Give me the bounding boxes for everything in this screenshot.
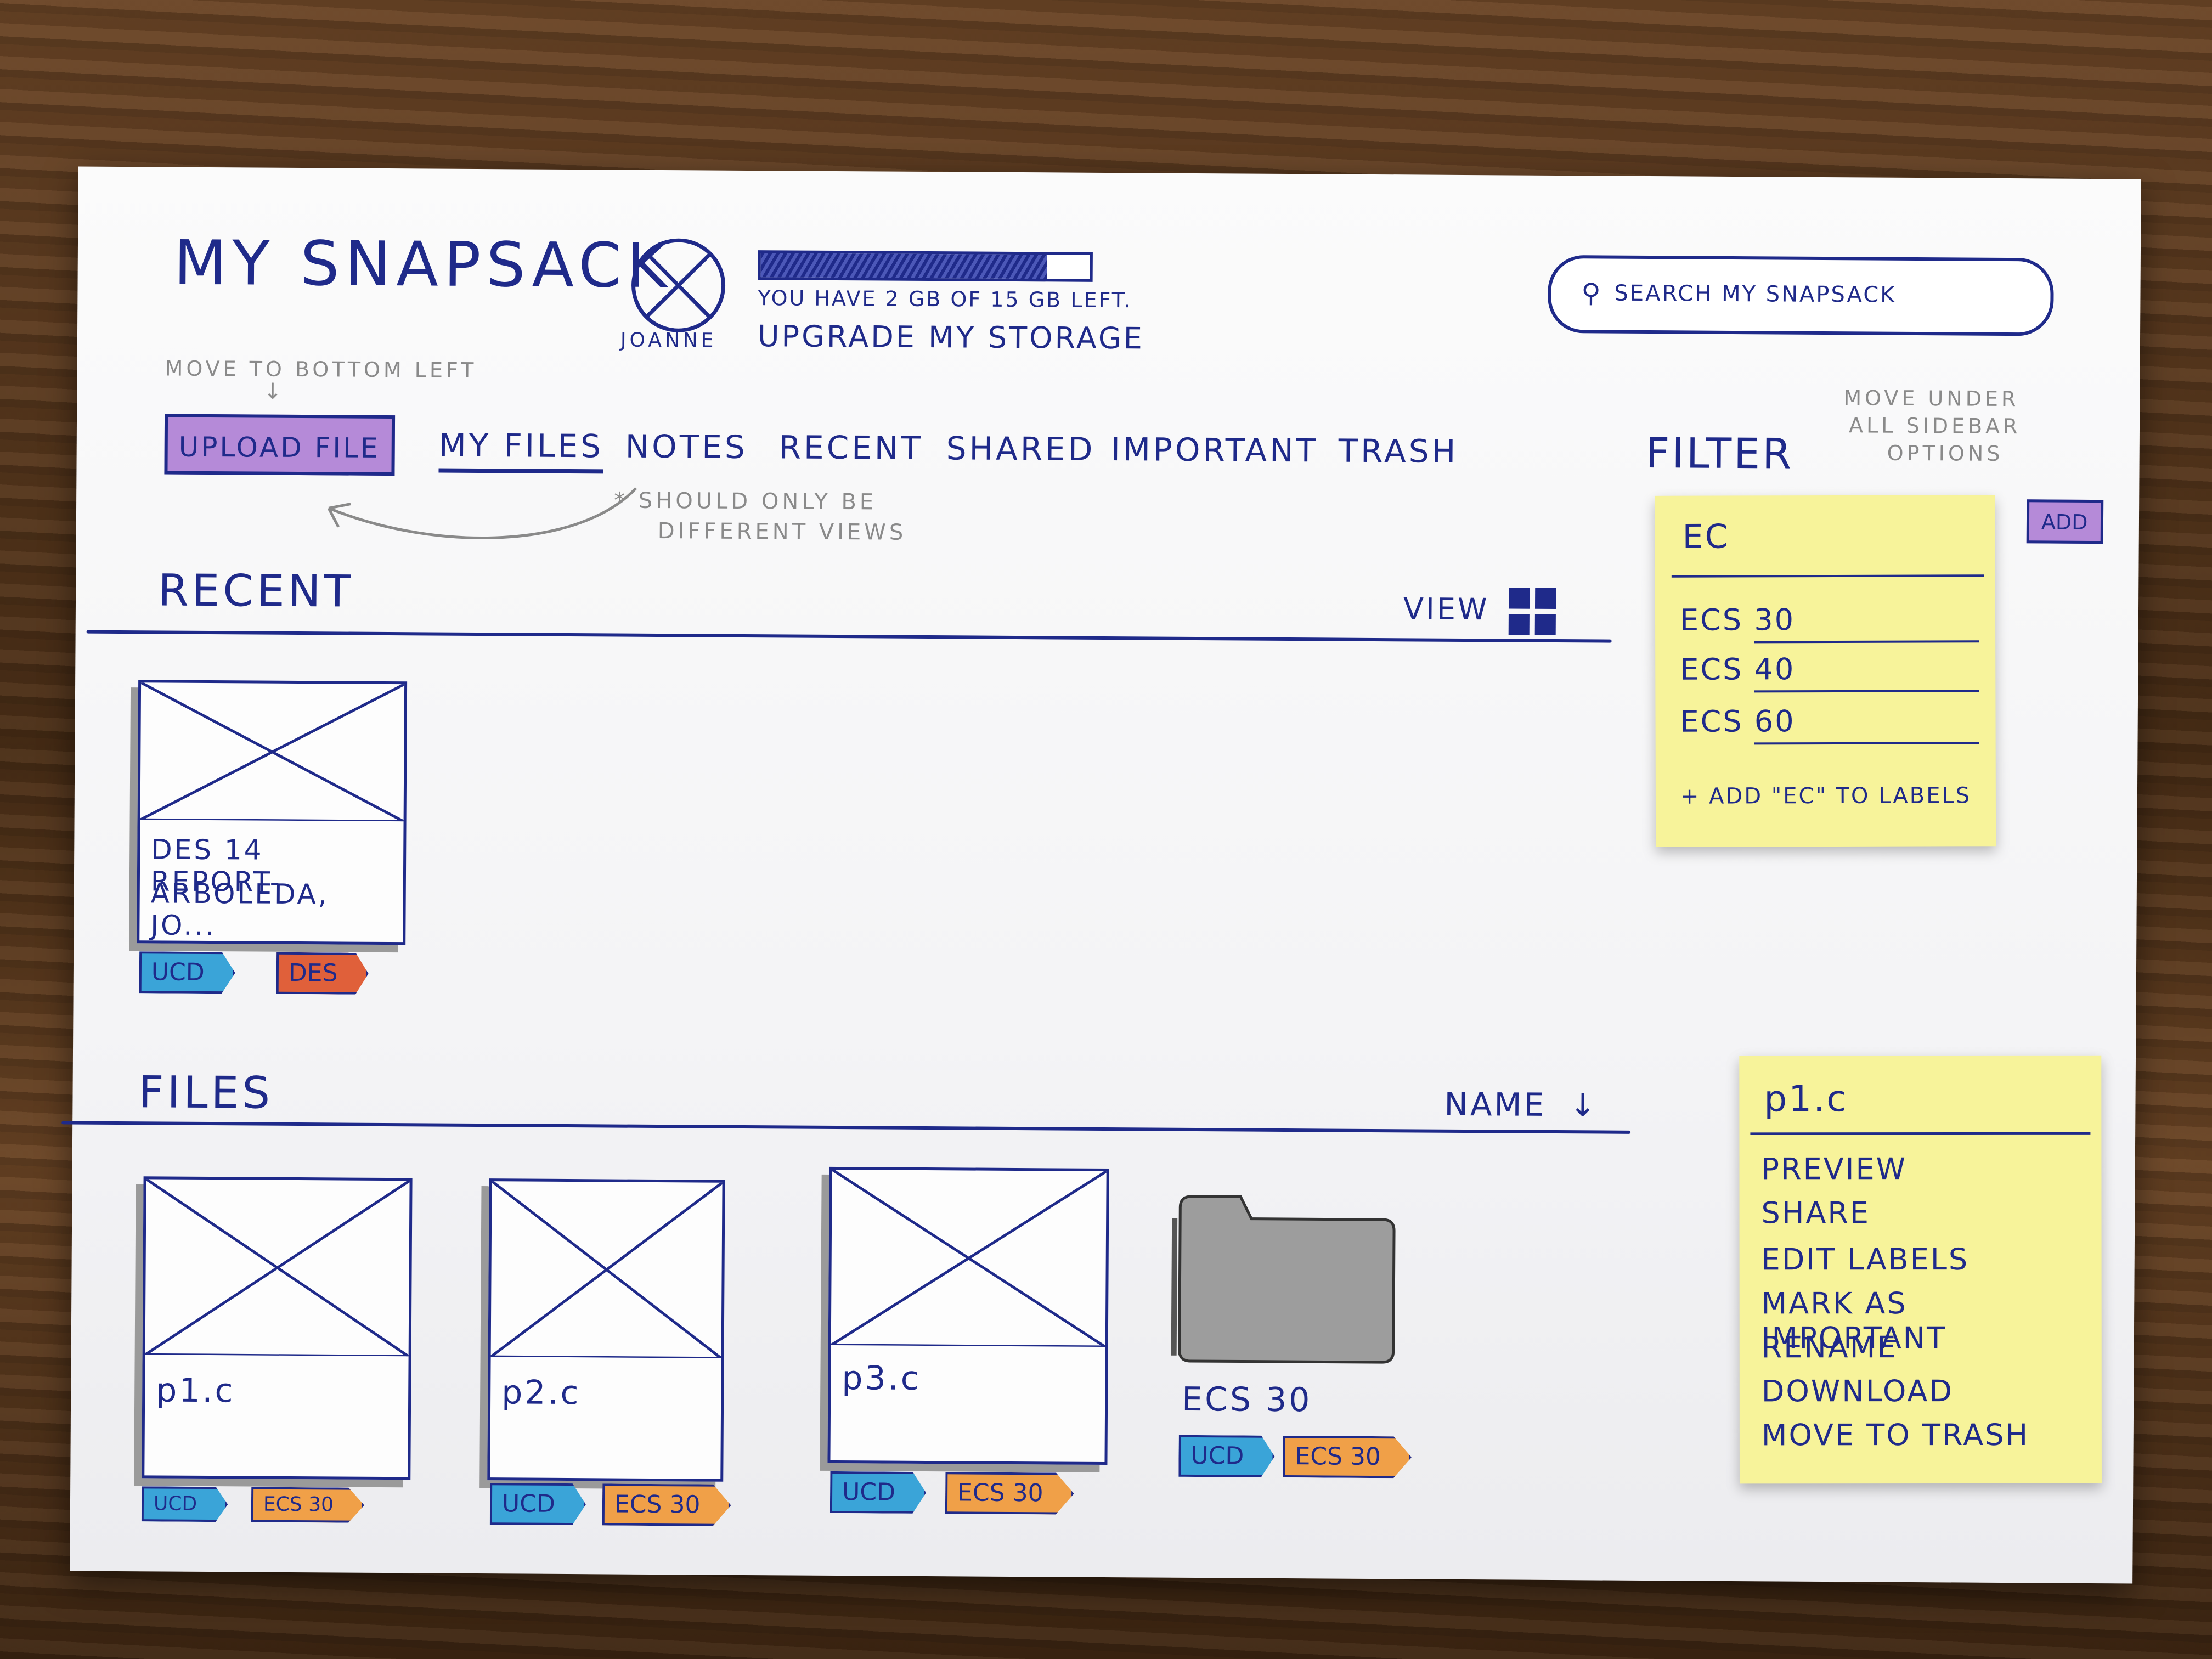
tag-ucd[interactable]: UCD [139,951,235,994]
sort-label: NAME [1444,1085,1547,1124]
recent-divider [86,630,1612,643]
storage-progress-fill [760,253,1047,279]
tag-des[interactable]: DES [276,952,369,995]
tab-trash[interactable]: TRASH [1338,432,1459,470]
app-title: MY SNAPSACK [173,227,673,302]
tag-ucd[interactable]: UCD [490,1483,586,1525]
upgrade-storage-link[interactable]: UPGRADE MY STORAGE [757,319,1145,356]
views-note-line2: DIFFERENT VIEWS [657,518,907,545]
tag-ucd[interactable]: UCD [830,1471,926,1514]
menu-item-rename[interactable]: RENAME [1761,1330,1898,1365]
filter-note-line2: ALL SIDEBAR [1848,413,2021,439]
tag-ucd[interactable]: UCD [1178,1435,1274,1477]
view-label: VIEW [1403,591,1489,627]
view-toggle[interactable]: VIEW [1403,588,1556,636]
file-name: p1.c [156,1371,235,1410]
filter-option[interactable]: ECS 60 [1680,704,1796,739]
tag-ecs30[interactable]: ECS 30 [945,1472,1074,1514]
files-heading: FILES [138,1066,274,1119]
upload-move-note: MOVE TO BOTTOM LEFT [165,356,477,382]
recent-file-card[interactable]: DES 14 REPORT- ARBOLEDA, JO... [137,680,408,945]
image-placeholder-icon [831,1169,1107,1347]
menu-item-download[interactable]: DOWNLOAD [1761,1374,1954,1409]
filter-note-line3: OPTIONS [1887,441,2004,466]
tag-ecs30[interactable]: ECS 30 [251,1487,364,1523]
recent-file-name-line2: ARBOLEDA, JO... [150,877,329,942]
views-note-line1: * SHOULD ONLY BE [614,488,877,515]
file-card[interactable]: p2.c [487,1178,725,1482]
file-name: p2.c [501,1373,581,1413]
tab-important[interactable]: IMPORTANT [1110,431,1319,470]
filter-add-to-labels[interactable]: + ADD "EC" TO LABELS [1680,783,1972,809]
filter-button[interactable]: FILTER [1645,428,1794,478]
menu-item-preview[interactable]: PREVIEW [1761,1152,1908,1187]
image-placeholder-icon [140,682,405,822]
menu-item-edit-labels[interactable]: EDIT LABELS [1761,1242,1970,1277]
grid-view-icon [1508,586,1558,636]
upload-note-arrow: ↓ [263,379,286,404]
menu-item-move-to-trash[interactable]: MOVE TO TRASH [1761,1417,2030,1453]
tab-notes[interactable]: NOTES [625,427,748,466]
sort-arrow-icon: ↓ [1569,1086,1599,1124]
filter-popup: EC ECS 30 ECS 40 ECS 60 + ADD "EC" TO LA… [1655,495,1996,847]
paper-sketch: MY SNAPSACK JOANNE YOU HAVE 2 GB OF 15 G… [61,166,2141,1584]
user-name: JOANNE [620,329,717,352]
tab-recent[interactable]: RECENT [778,428,923,467]
filter-option[interactable]: ECS 40 [1680,652,1796,687]
menu-item-share[interactable]: SHARE [1761,1195,1871,1231]
search-input[interactable]: ⚲ SEARCH MY SNAPSACK [1548,255,2054,336]
filter-add-label: ADD [2041,510,2088,534]
sort-by-name[interactable]: NAME ↓ [1444,1086,1598,1124]
tab-my-files[interactable]: MY FILES [438,426,604,474]
search-placeholder: SEARCH MY SNAPSACK [1614,280,1897,308]
folder-name: ECS 30 [1181,1380,1312,1420]
upload-file-label: UPLOAD FILE [178,431,380,464]
tab-shared[interactable]: SHARED [946,430,1096,468]
image-placeholder-icon [490,1181,723,1358]
context-menu-title: p1.c [1764,1077,1848,1120]
file-card[interactable]: p1.c [142,1176,413,1480]
upload-file-button[interactable]: UPLOAD FILE [164,414,396,476]
files-divider [61,1121,1631,1134]
tag-ucd[interactable]: UCD [142,1486,228,1522]
tag-ecs30[interactable]: ECS 30 [602,1483,731,1526]
storage-progress-bar [758,250,1093,282]
views-note-arrow [327,487,637,540]
storage-status: YOU HAVE 2 GB OF 15 GB LEFT. [758,286,1132,313]
folder-icon [1171,1195,1396,1364]
file-context-menu: p1.c PREVIEW SHARE EDIT LABELS MARK AS I… [1739,1055,2102,1484]
recent-heading: RECENT [157,565,354,617]
avatar-placeholder-icon[interactable] [629,236,728,335]
filter-option[interactable]: ECS 30 [1679,602,1796,637]
search-icon: ⚲ [1581,278,1601,309]
filter-add-button[interactable]: ADD [2026,499,2104,544]
filter-note-line1: MOVE UNDER [1843,386,2019,411]
file-name: p3.c [842,1359,921,1398]
folder-card[interactable] [1169,1186,1400,1368]
image-placeholder-icon [145,1179,410,1357]
filter-query[interactable]: EC [1682,517,1730,556]
file-card[interactable]: p3.c [827,1166,1109,1465]
tag-ecs30[interactable]: ECS 30 [1283,1436,1412,1478]
